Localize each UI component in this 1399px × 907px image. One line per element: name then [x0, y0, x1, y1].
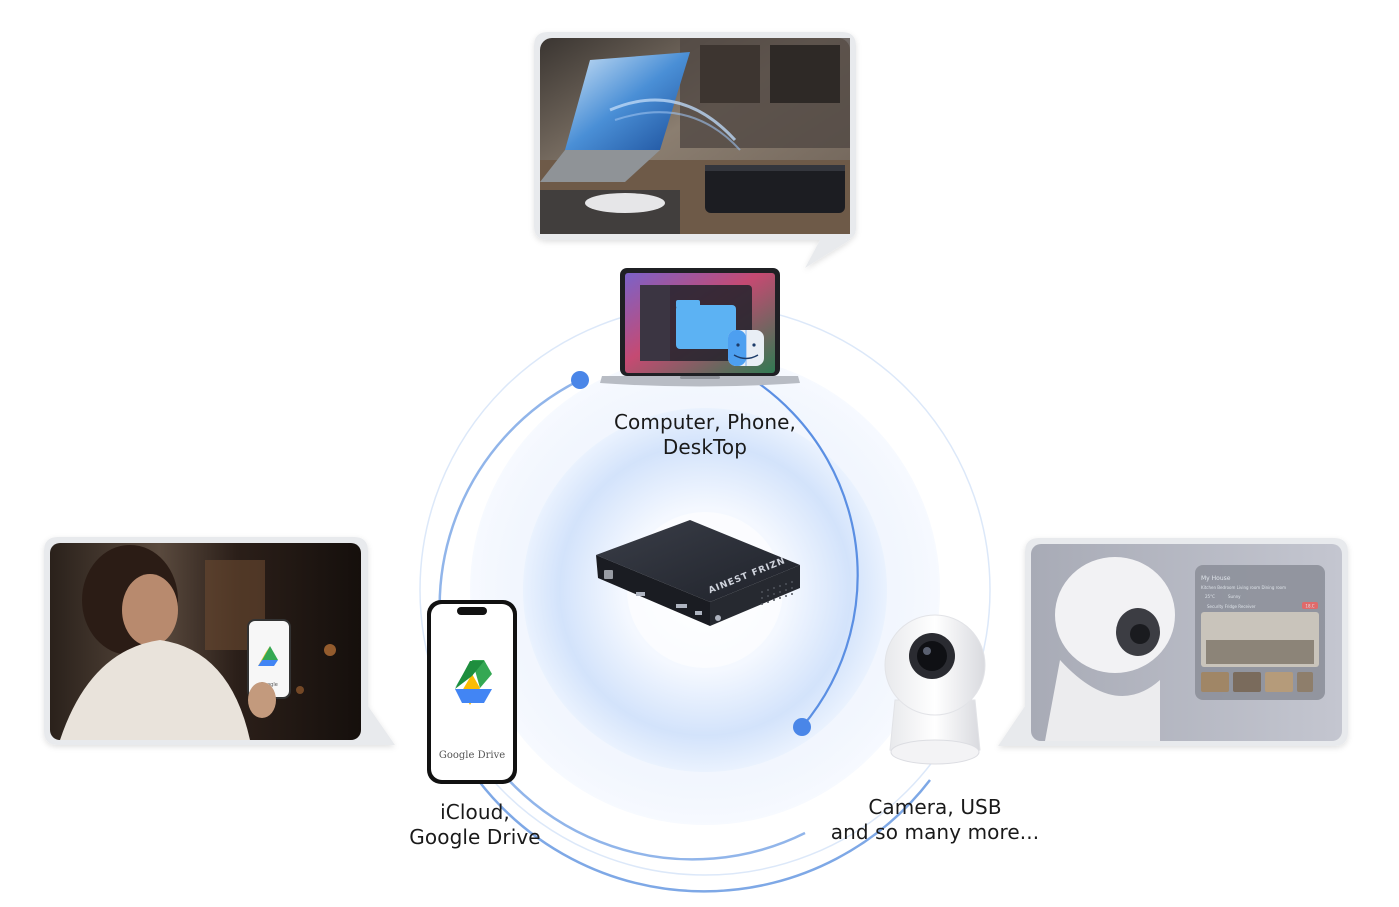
label-cloud-storage: iCloud, Google Drive: [380, 800, 570, 850]
label-camera-line1: Camera, USB: [868, 795, 1002, 819]
label-camera-line2: and so many more...: [830, 820, 1040, 844]
orbit-arc-right: [704, 353, 859, 728]
label-computer-phone-desktop: Computer, Phone, DeskTop: [560, 410, 850, 460]
google-drive-text: Google Drive: [439, 750, 505, 761]
smart-home-badge: 18.C: [1305, 604, 1314, 609]
label-computer-line1: Computer, Phone,: [613, 410, 797, 434]
camera-room-photo: My House Kitchen Bedroom Living room Din…: [1031, 544, 1342, 741]
phone-icon: Google Drive: [427, 600, 517, 784]
orbit-arc-bottom: [477, 779, 931, 893]
smart-home-title: My House: [1201, 575, 1231, 582]
smart-home-weather: Sunny: [1228, 594, 1241, 599]
label-cloud-line2: Google Drive: [409, 825, 541, 849]
nas-device: AINEST FRIZN: [596, 520, 800, 626]
label-computer-line2: DeskTop: [662, 435, 748, 459]
laptop-icon: [600, 268, 800, 387]
orbit-dot-right: [793, 718, 811, 736]
label-cloud-line1: iCloud,: [440, 800, 510, 824]
smart-home-temp: 25°C: [1205, 594, 1215, 599]
orbit-dot-top: [571, 371, 589, 389]
woman-phone-photo: Google: [50, 543, 361, 740]
security-camera-icon: [884, 614, 986, 765]
smart-home-status: Security Fridge Receiver: [1207, 604, 1256, 609]
laptop-room-photo: [540, 38, 850, 234]
smart-home-tabs: Kitchen Bedroom Living room Dining room: [1201, 585, 1286, 590]
label-camera-usb: Camera, USB and so many more...: [815, 795, 1055, 845]
